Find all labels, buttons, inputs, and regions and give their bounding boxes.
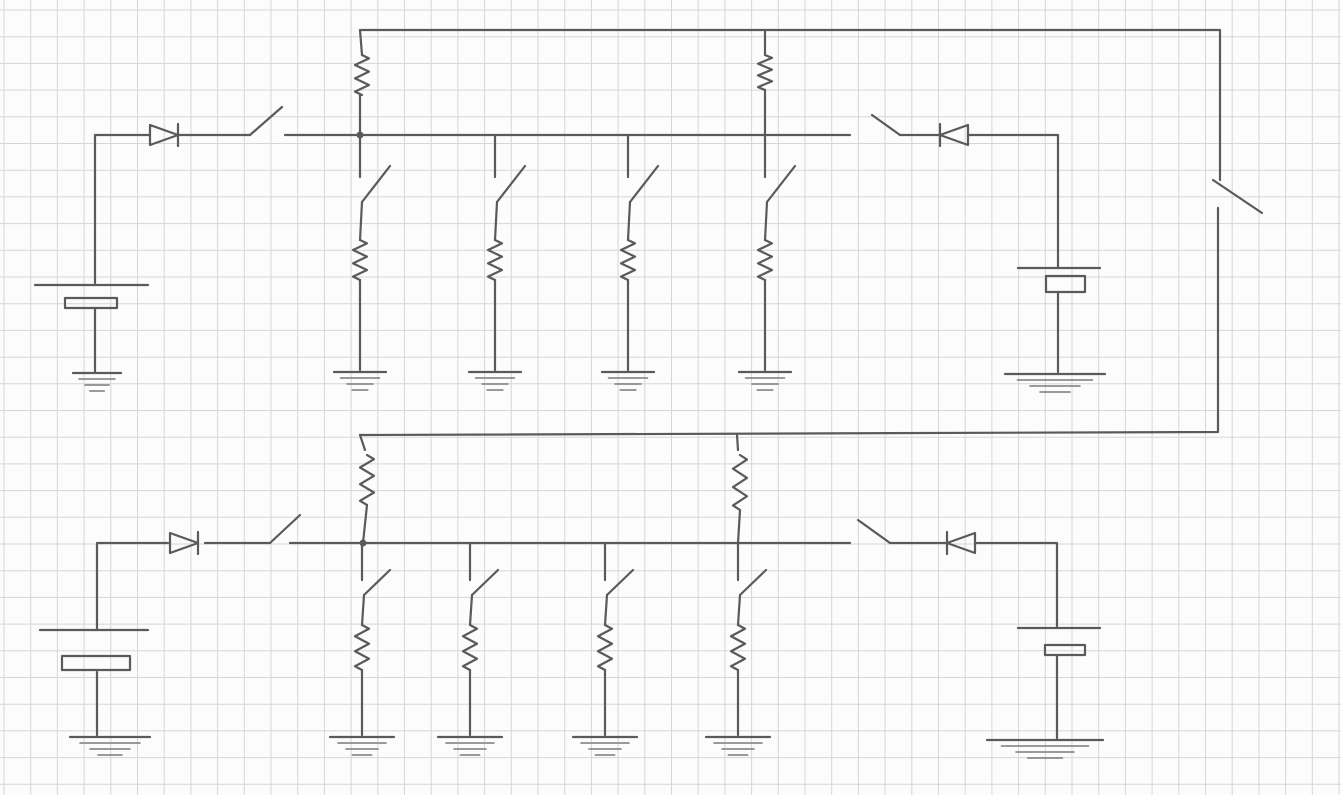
resistor-symbol xyxy=(461,623,479,672)
wire xyxy=(95,541,170,632)
switch-arm xyxy=(362,568,392,597)
resistor-symbol xyxy=(358,453,376,507)
switch-arm xyxy=(268,513,302,545)
lower-circuit xyxy=(38,433,1105,759)
wire xyxy=(603,593,609,627)
diode-triangle xyxy=(168,531,200,555)
source-right-lower xyxy=(856,518,1105,759)
wire xyxy=(358,200,364,242)
branch-lower-3 xyxy=(571,541,639,756)
switch-arm xyxy=(248,105,284,137)
wire xyxy=(973,541,1059,630)
resistor-symbol xyxy=(353,53,371,97)
switch-arm xyxy=(495,164,527,204)
resistor-symbol xyxy=(756,53,774,92)
source-left-lower xyxy=(38,513,302,756)
resistor-symbol xyxy=(619,238,637,282)
top-rail xyxy=(358,28,1222,182)
circuit-parts xyxy=(33,28,1264,759)
diode-triangle xyxy=(938,123,970,147)
branch-upper-3 xyxy=(600,133,660,391)
resistor-symbol xyxy=(353,623,371,672)
wire xyxy=(966,133,1060,270)
switch-arm xyxy=(470,568,500,597)
resistor-symbol xyxy=(486,238,504,282)
branch-upper-2 xyxy=(467,133,527,391)
diode-triangle xyxy=(945,531,977,555)
switch-arm xyxy=(360,164,392,204)
battery-plate-short xyxy=(1044,274,1087,294)
branch-upper-1 xyxy=(332,133,392,391)
source-left-upper xyxy=(33,105,284,392)
wire xyxy=(626,200,632,242)
switch-arm xyxy=(628,164,660,204)
branch-lower-4 xyxy=(704,541,772,756)
resistor-symbol xyxy=(596,623,614,672)
wire xyxy=(361,503,369,545)
switch-arm xyxy=(856,518,892,545)
wire xyxy=(493,200,499,242)
resistor-symbol xyxy=(729,623,747,672)
wire xyxy=(358,433,367,452)
branch-lower-2 xyxy=(436,541,504,756)
resistor-symbol xyxy=(731,453,749,512)
switch-arm xyxy=(738,568,768,597)
branch-upper-4 xyxy=(737,133,797,391)
wire xyxy=(468,593,474,627)
wire xyxy=(93,133,152,285)
source-right-upper xyxy=(870,113,1107,393)
switch-arm xyxy=(605,568,635,597)
upper-circuit xyxy=(33,28,1264,437)
wire xyxy=(360,593,366,627)
switch-arm xyxy=(1211,178,1264,215)
wire xyxy=(736,508,742,545)
switch-arm xyxy=(870,113,902,137)
resistor-symbol xyxy=(351,238,369,282)
diode-triangle xyxy=(148,123,180,147)
return-rail xyxy=(358,206,1220,437)
switch-arm xyxy=(765,164,797,204)
wire xyxy=(736,593,742,627)
resistor-symbol xyxy=(756,238,774,282)
battery-plate-short xyxy=(63,296,119,310)
branch-lower-1 xyxy=(328,541,396,756)
battery-plate-short xyxy=(60,654,132,672)
battery-plate-short xyxy=(1043,643,1087,657)
wire xyxy=(735,433,740,452)
wire xyxy=(763,200,769,242)
